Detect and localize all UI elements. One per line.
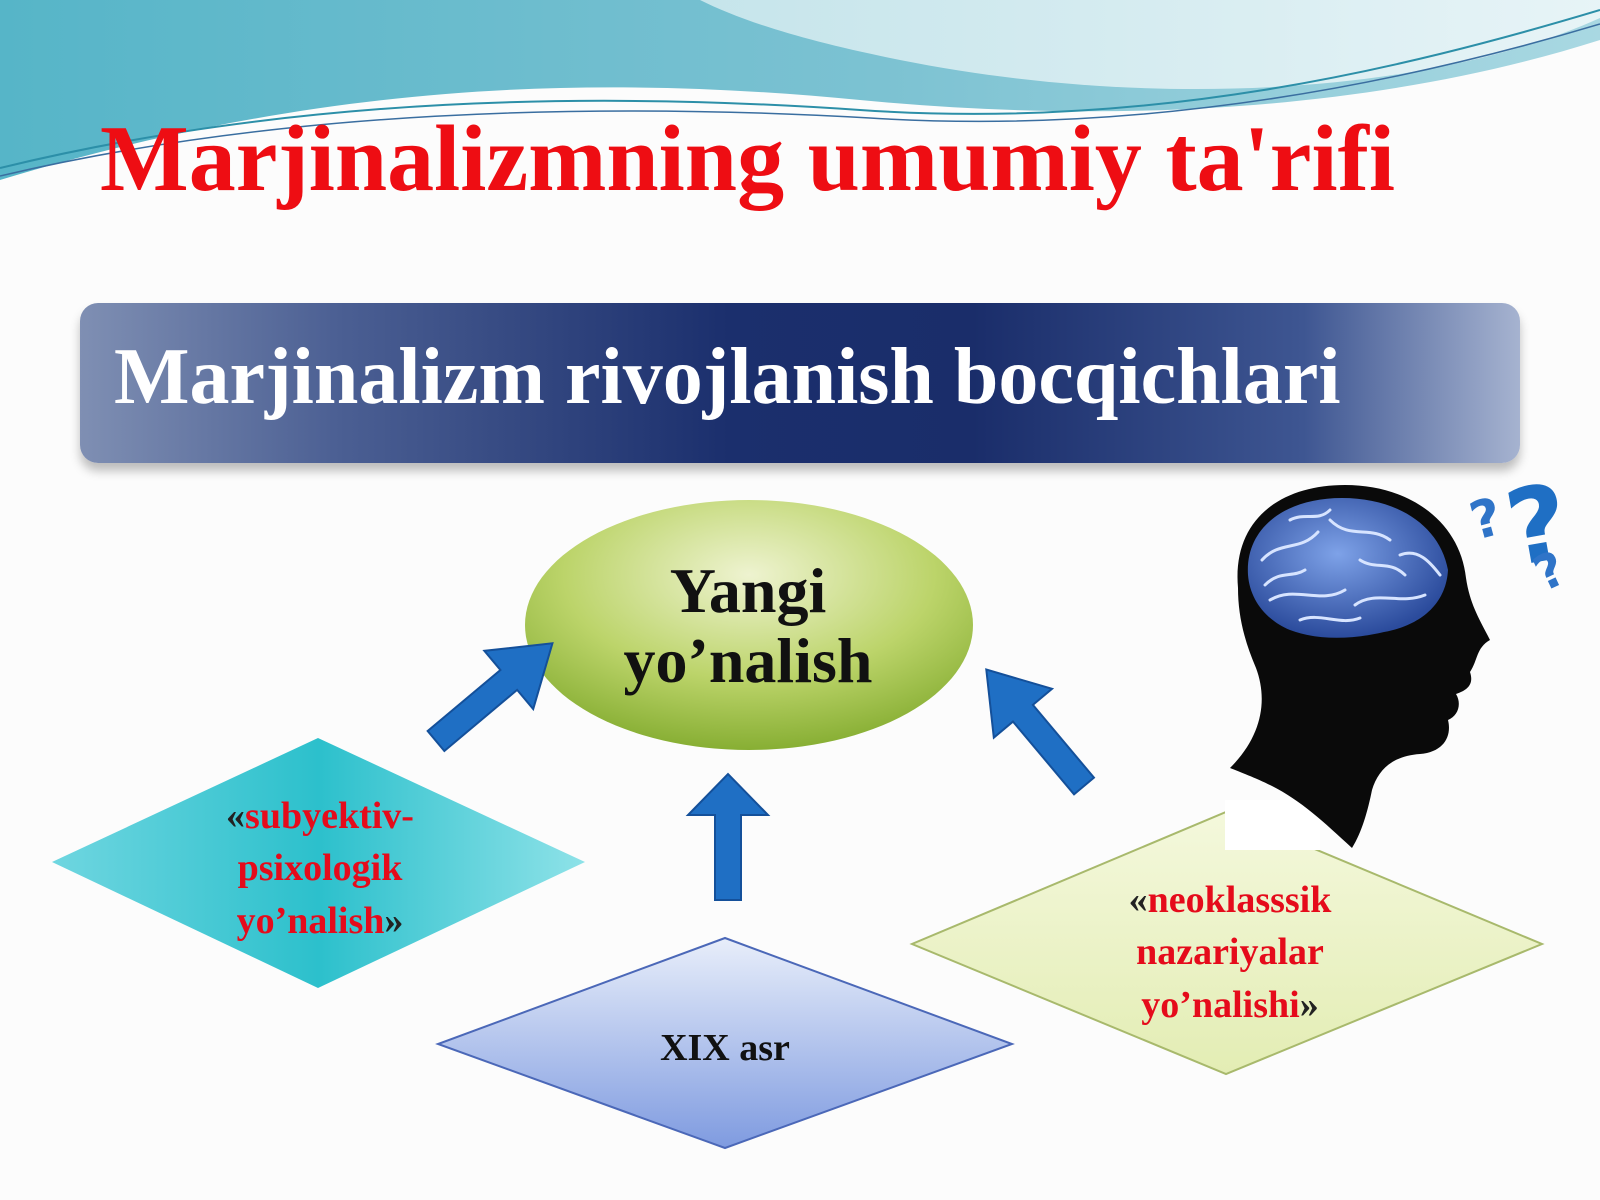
arrow-up-right-icon xyxy=(426,642,554,753)
right-diamond xyxy=(909,810,1545,1076)
center-label-line2: yo’nalish xyxy=(623,625,873,697)
left-open-quote: « xyxy=(226,795,246,837)
center-ellipse xyxy=(525,500,973,750)
right-close-quote: » xyxy=(1299,983,1319,1026)
banner: Marjinalizm rivojlanish bocqichlari xyxy=(80,303,1520,463)
right-label-line2: nazariyalar xyxy=(1136,931,1324,974)
left-label-line2: psixologik xyxy=(237,847,403,890)
arrow-up-icon xyxy=(685,772,771,901)
brain-head-icon xyxy=(1225,485,1490,850)
left-close-quote: » xyxy=(384,899,404,942)
right-diamond-label: «neoklasssik nazariyalar yo’nalishi» xyxy=(1080,874,1380,1031)
left-label-line3: yo’nalish xyxy=(236,899,385,942)
right-label-line1: neoklasssik xyxy=(1147,879,1332,921)
bottom-label: XIX asr xyxy=(660,1027,790,1069)
right-label-line3: yo’nalishi xyxy=(1141,983,1300,1026)
center-label-line1: Yangi xyxy=(669,555,827,626)
arrow-up-left-icon xyxy=(985,668,1096,796)
question-marks-icon: ? ? ? xyxy=(1464,460,1578,603)
left-diamond xyxy=(52,738,585,988)
left-diamond-label: «subyektiv- psixologik yo’nalish» xyxy=(190,790,450,947)
slide-title: Marjinalizmning umumiy ta'rifi xyxy=(100,107,1396,211)
wave-decoration xyxy=(0,0,1600,180)
center-label: Yangi yo’nalish xyxy=(523,555,973,697)
left-label-line1: subyektiv- xyxy=(245,795,414,837)
bottom-diamond-label: XIX asr xyxy=(600,1022,850,1074)
banner-title: Marjinalizm rivojlanish bocqichlari xyxy=(114,333,1341,421)
right-open-quote: « xyxy=(1128,879,1148,921)
bottom-diamond xyxy=(435,936,1015,1150)
